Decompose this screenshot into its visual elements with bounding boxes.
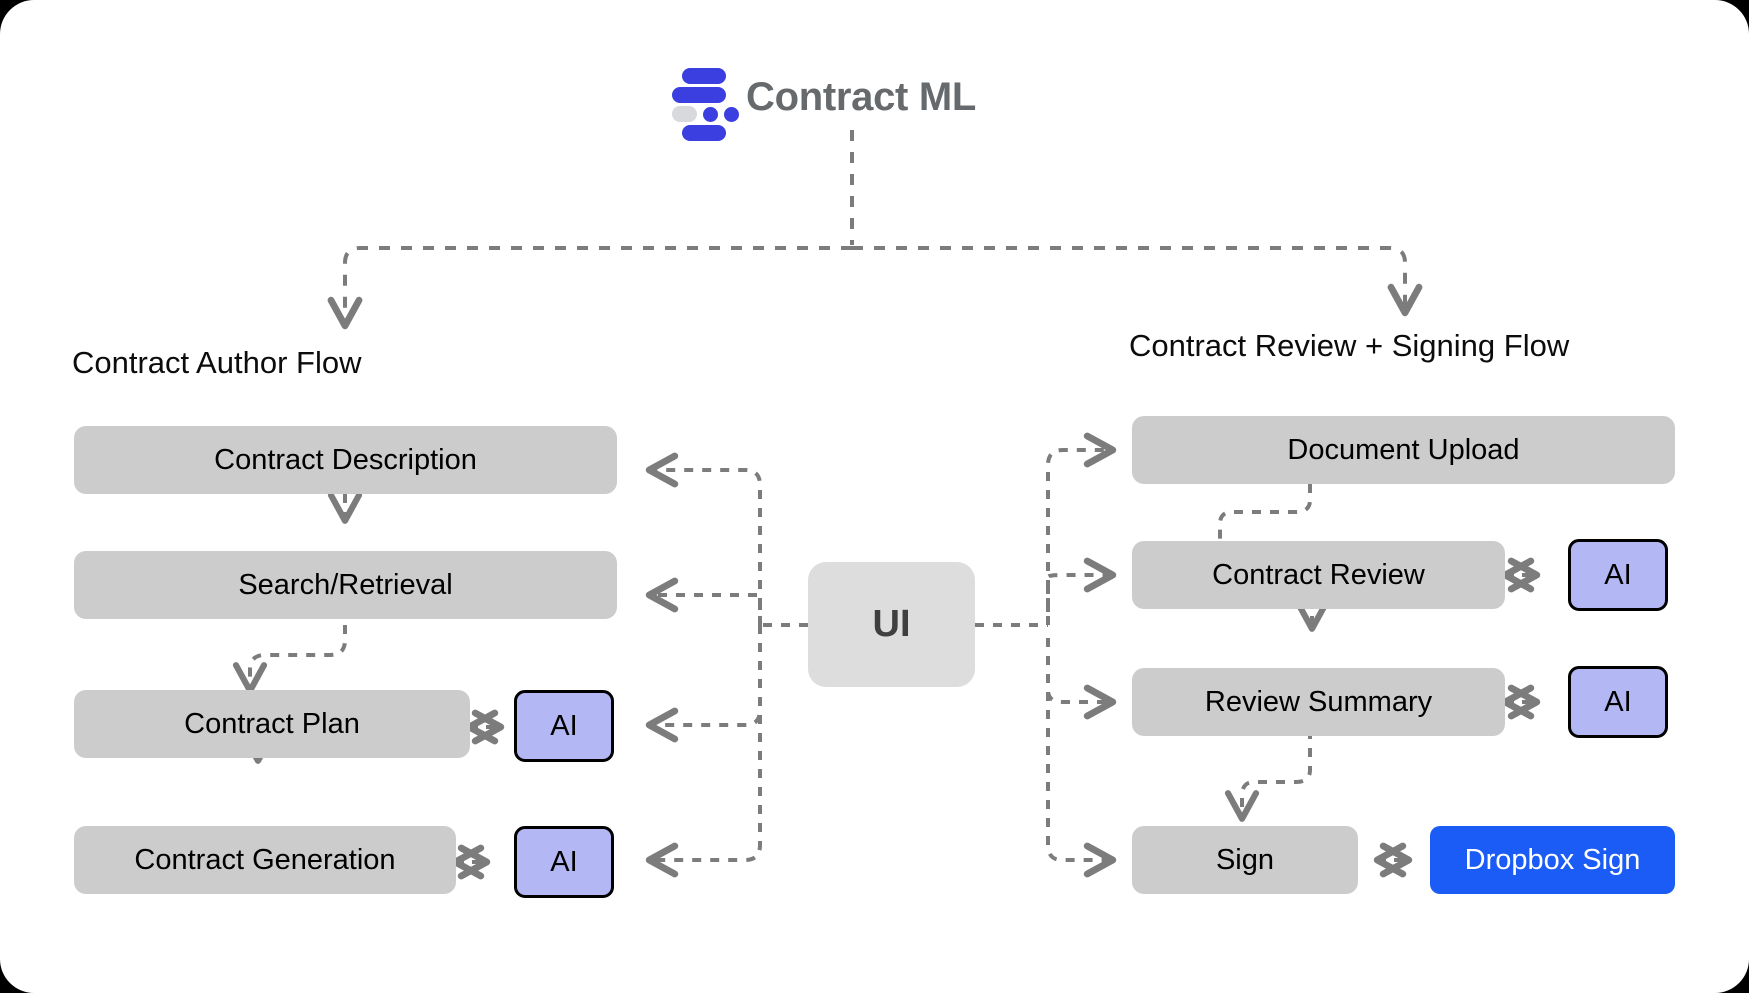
node-ai-contract-review[interactable]: AI bbox=[1568, 539, 1668, 611]
node-sign[interactable]: Sign bbox=[1132, 826, 1358, 894]
page-title: Contract ML bbox=[746, 74, 977, 119]
node-contract-plan[interactable]: Contract Plan bbox=[74, 690, 470, 758]
section-title-right: Contract Review + Signing Flow bbox=[1129, 328, 1570, 363]
node-ui-hub[interactable]: UI bbox=[808, 562, 975, 687]
brand: Contract ML bbox=[672, 66, 977, 141]
node-review-summary[interactable]: Review Summary bbox=[1132, 668, 1505, 736]
node-contract-generation[interactable]: Contract Generation bbox=[74, 826, 456, 894]
node-ai-contract-generation[interactable]: AI bbox=[514, 826, 614, 898]
node-search-retrieval[interactable]: Search/Retrieval bbox=[74, 551, 617, 619]
node-document-upload[interactable]: Document Upload bbox=[1132, 416, 1675, 484]
section-title-left: Contract Author Flow bbox=[72, 345, 362, 380]
node-ai-contract-plan[interactable]: AI bbox=[514, 690, 614, 762]
contract-ml-logo-icon bbox=[672, 66, 739, 141]
node-ai-review-summary[interactable]: AI bbox=[1568, 666, 1668, 738]
node-dropbox-sign[interactable]: Dropbox Sign bbox=[1430, 826, 1675, 894]
node-contract-description[interactable]: Contract Description bbox=[74, 426, 617, 494]
node-contract-review[interactable]: Contract Review bbox=[1132, 541, 1505, 609]
